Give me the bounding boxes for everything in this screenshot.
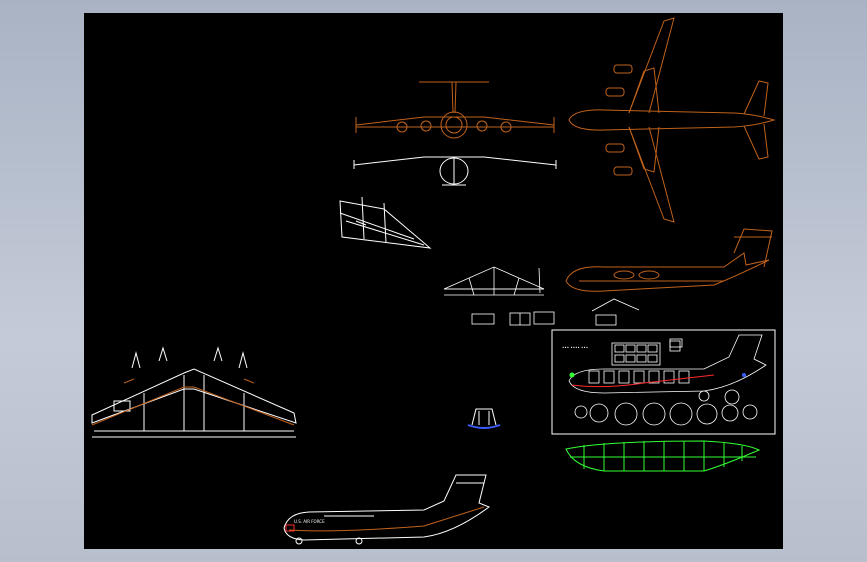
fuselage-marking: U.S. AIR FORCE [294, 519, 325, 524]
detail-sheet-caption: ••• •••• ••• [562, 345, 588, 350]
side-view-aircraft [565, 228, 773, 292]
cad-drawing-canvas[interactable]: ••• •••• ••• [84, 13, 783, 549]
bottom-side-view-accents [288, 506, 485, 532]
detail-sheet: ••• •••• ••• [551, 329, 776, 435]
fuselage-section [443, 266, 555, 326]
wing-planform-view [91, 346, 297, 438]
top-view-aircraft [568, 17, 776, 223]
fuselage-frame-green [565, 440, 761, 472]
landing-gear [467, 408, 501, 429]
wing-planform-accents [91, 378, 295, 426]
front-view-aircraft-2 [353, 156, 557, 186]
bottom-side-view-aircraft [283, 474, 491, 545]
tail-flag-marker [285, 524, 295, 532]
part-details [591, 298, 683, 348]
front-view-aircraft [355, 81, 555, 139]
cad-drawing-svg: ••• •••• ••• [91, 17, 776, 545]
wing-sections [339, 196, 432, 249]
